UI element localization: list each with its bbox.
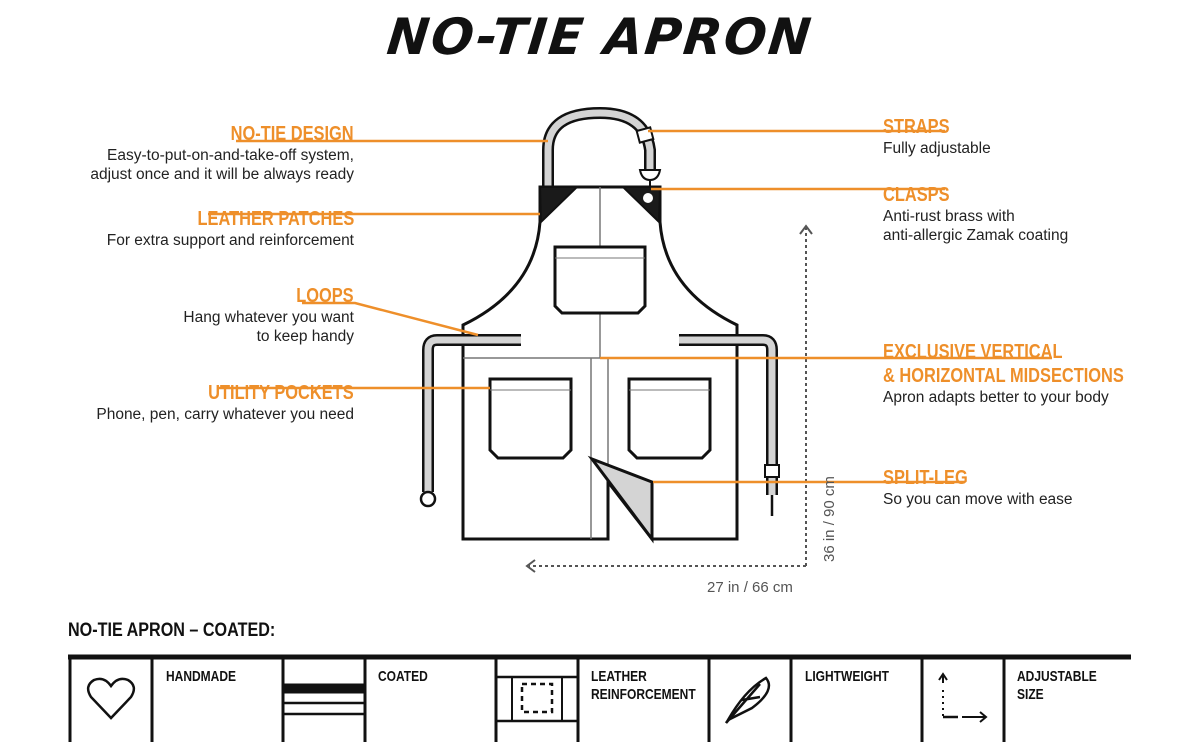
layers-icon	[282, 683, 366, 716]
feature-box-lightweight	[707, 656, 793, 742]
callout-label: LOOPS	[296, 285, 354, 307]
split-leg-flap	[587, 455, 654, 544]
callout-desc: Phone, pen, carry whatever you need	[96, 406, 354, 423]
callout-leather-patches: LEATHER PATCHES For extra support and re…	[107, 207, 354, 250]
chest-pocket	[553, 245, 647, 315]
callout-desc: Anti-rust brass with	[883, 208, 1015, 225]
callout-label: STRAPS	[883, 116, 950, 138]
pocket-right	[627, 377, 712, 460]
clasp-ring	[643, 193, 653, 203]
patch-icon	[496, 675, 578, 723]
height-dimension: 36 in / 90 cm	[821, 476, 838, 562]
callout-desc: Apron adapts better to your body	[883, 389, 1109, 406]
page-title: NO-TIE APRON	[384, 8, 816, 66]
feature-coated: COATED	[378, 668, 428, 686]
resize-icon	[938, 672, 988, 723]
callout-desc: anti-allergic Zamak coating	[883, 227, 1069, 244]
callout-utility-pockets: UTILITY POCKETS Phone, pen, carry whatev…	[96, 381, 354, 424]
callout-split-leg: SPLIT-LEG So you can move with ease	[883, 466, 1073, 509]
pocket-left	[488, 377, 573, 460]
feature-box-handmade	[68, 656, 154, 742]
callout-desc: Easy-to-put-on-and-take-off system,	[107, 147, 354, 164]
callout-desc: For extra support and reinforcement	[106, 232, 354, 249]
feature-label: SIZE	[1017, 686, 1044, 703]
callout-desc: So you can move with ease	[883, 491, 1073, 508]
feature-box-coated	[281, 656, 367, 742]
feature-label: HANDMADE	[166, 668, 236, 685]
callout-straps: STRAPS Fully adjustable	[883, 115, 991, 158]
callout-label: LEATHER PATCHES	[197, 208, 354, 230]
feature-box-adjustable	[920, 656, 1006, 742]
callout-label: CLASPS	[883, 184, 950, 206]
callout-desc: Hang whatever you want	[183, 309, 354, 326]
callout-label: NO-TIE DESIGN	[230, 123, 354, 145]
feature-label: LEATHER	[591, 668, 647, 685]
callout-label: SPLIT-LEG	[883, 467, 968, 489]
leather-patch-left	[538, 186, 580, 225]
leader-lines	[208, 129, 1052, 484]
feature-label: ADJUSTABLE	[1017, 668, 1097, 685]
feature-label: LIGHTWEIGHT	[805, 668, 889, 685]
callout-desc: Fully adjustable	[883, 140, 991, 157]
callout-midsections: EXCLUSIVE VERTICAL & HORIZONTAL MIDSECTI…	[883, 340, 1177, 407]
callout-desc: to keep handy	[256, 328, 354, 345]
callout-label: UTILITY POCKETS	[208, 382, 354, 404]
callout-desc: adjust once and it will be always ready	[90, 166, 354, 183]
feature-lightweight: LIGHTWEIGHT	[805, 668, 889, 686]
feature-label: REINFORCEMENT	[591, 686, 696, 703]
callout-label: & HORIZONTAL MIDSECTIONS	[883, 365, 1124, 387]
feature-label: COATED	[378, 668, 428, 685]
callout-no-tie-design: NO-TIE DESIGN Easy-to-put-on-and-take-of…	[90, 122, 354, 184]
callout-loops: LOOPS Hang whatever you want to keep han…	[183, 284, 354, 346]
heart-icon	[86, 677, 136, 720]
feather-icon	[724, 676, 771, 724]
feature-handmade: HANDMADE	[166, 668, 236, 686]
feature-box-leather	[494, 656, 580, 742]
callout-clasps: CLASPS Anti-rust brass with anti-allergi…	[883, 183, 1068, 245]
strap-buckle	[635, 126, 655, 144]
width-dimension: 27 in / 66 cm	[707, 579, 793, 596]
features-heading: NO-TIE APRON – COATED:	[68, 620, 276, 641]
callout-label: EXCLUSIVE VERTICAL	[883, 341, 1063, 363]
